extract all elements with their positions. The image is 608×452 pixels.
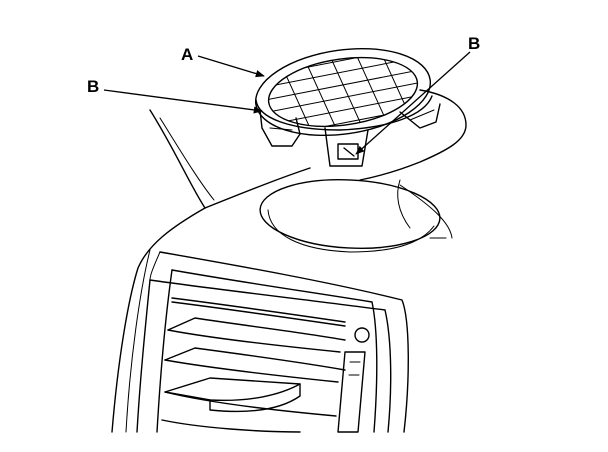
- right-clip: [399, 103, 441, 129]
- callout-b-left-label: B: [87, 77, 99, 96]
- callout-b-right-label: B: [468, 34, 480, 53]
- left-clip: [259, 109, 301, 147]
- air-vent-housing: [136, 251, 409, 433]
- callout-b-right: B: [355, 34, 480, 155]
- callout-a-label: A: [181, 45, 193, 64]
- callout-b-left: B: [87, 77, 263, 114]
- vent-adjust-knob: [337, 327, 370, 433]
- callout-a: A: [181, 45, 265, 78]
- dashboard-panel: [111, 89, 467, 433]
- round-vent-grille: [254, 47, 433, 137]
- air-vent-louvers: [161, 297, 346, 433]
- vent-opening: [259, 179, 441, 253]
